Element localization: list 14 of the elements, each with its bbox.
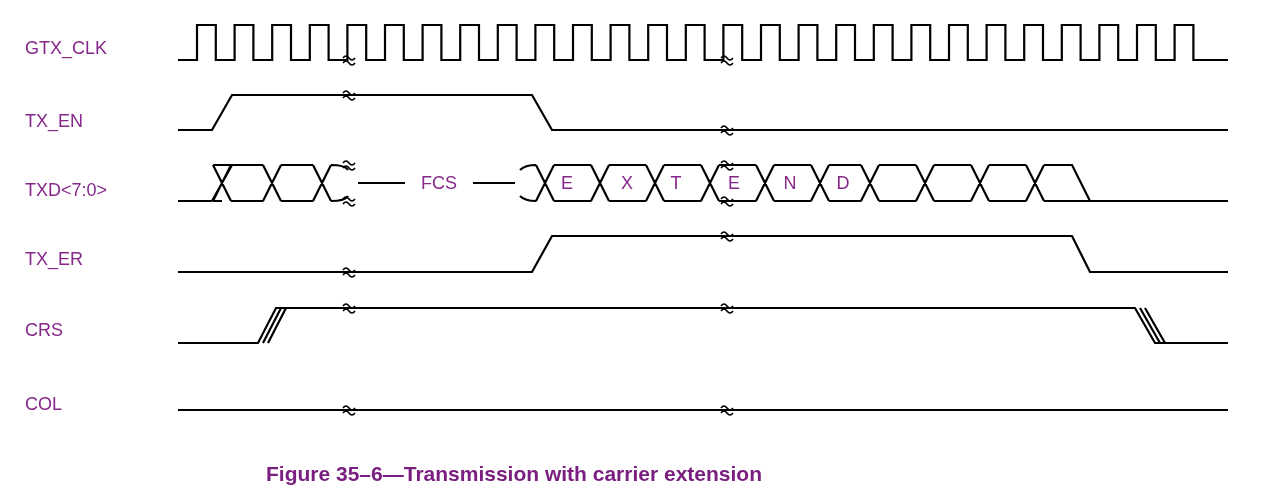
figure-caption: Figure 35–6—Transmission with carrier extension [266, 462, 762, 486]
signal-name: TXD<7:0> [25, 180, 108, 200]
signal-name: TX_ER [25, 249, 84, 269]
signal-name: GTX_CLK [25, 38, 108, 58]
signal-name: COL [25, 394, 62, 414]
bus-value: D [836, 173, 850, 193]
bus-value: X [621, 173, 633, 193]
signal-name: CRS [25, 320, 63, 340]
bus-value: E [561, 173, 573, 193]
signal-name: TX_EN [25, 111, 84, 131]
bus-value: N [783, 173, 797, 193]
bus-value: T [670, 173, 682, 193]
bus-value: FCS [421, 173, 457, 193]
bus-value: E [728, 173, 740, 193]
